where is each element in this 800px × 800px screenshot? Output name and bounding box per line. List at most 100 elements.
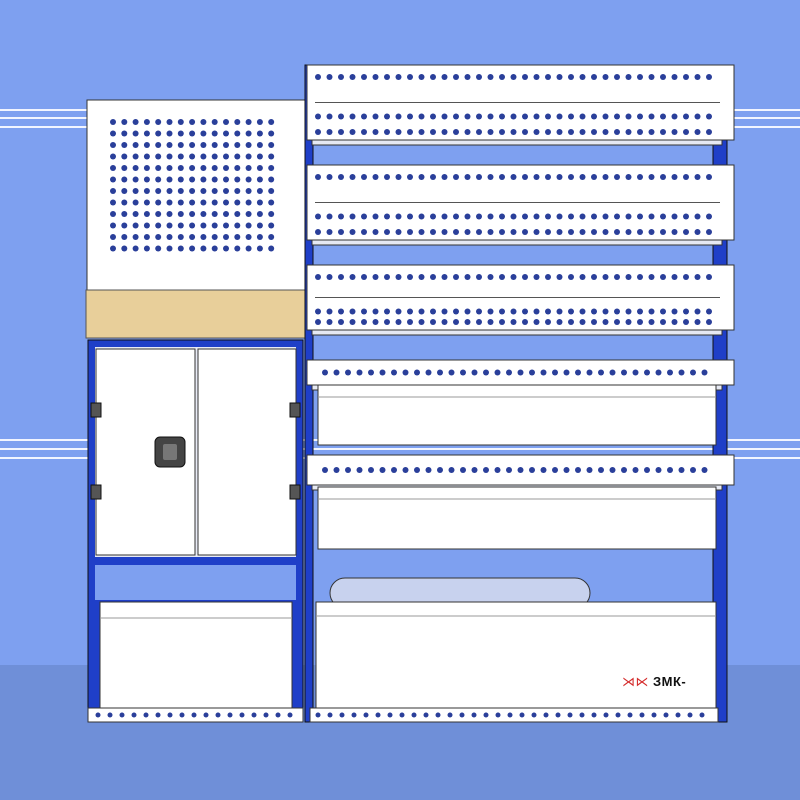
hole bbox=[387, 712, 393, 718]
hole bbox=[464, 74, 471, 80]
hole bbox=[556, 319, 563, 325]
hole bbox=[189, 245, 196, 252]
hole bbox=[223, 211, 229, 217]
hole bbox=[110, 119, 116, 125]
hole bbox=[177, 165, 184, 171]
hole bbox=[476, 319, 482, 325]
hole bbox=[615, 712, 621, 718]
hole bbox=[166, 153, 173, 160]
hole bbox=[121, 222, 128, 229]
right-bin-bottom[interactable] bbox=[315, 601, 717, 709]
hole bbox=[706, 174, 712, 180]
hole bbox=[552, 467, 558, 473]
hole bbox=[464, 308, 471, 315]
hole bbox=[533, 213, 540, 220]
hole bbox=[441, 129, 448, 135]
hole bbox=[609, 467, 616, 473]
hole bbox=[706, 229, 712, 235]
hole bbox=[326, 129, 333, 135]
hole bbox=[110, 165, 116, 171]
hole bbox=[579, 274, 586, 280]
hole bbox=[706, 113, 712, 120]
hole bbox=[245, 211, 252, 217]
hole bbox=[487, 74, 494, 80]
hole bbox=[648, 174, 655, 180]
hole bbox=[533, 113, 540, 120]
hole bbox=[510, 274, 517, 280]
hole bbox=[333, 369, 340, 376]
hole bbox=[189, 199, 196, 206]
hole bbox=[143, 142, 150, 148]
right-door[interactable] bbox=[197, 348, 297, 556]
hole bbox=[499, 308, 505, 315]
hole bbox=[418, 113, 425, 120]
hole bbox=[441, 319, 448, 325]
hole bbox=[556, 74, 563, 80]
hole bbox=[441, 74, 448, 80]
hole bbox=[579, 712, 585, 718]
hole bbox=[211, 199, 218, 206]
hole bbox=[476, 213, 482, 220]
hole bbox=[177, 188, 184, 194]
hole bbox=[121, 130, 128, 137]
hole bbox=[418, 74, 425, 80]
hole bbox=[579, 129, 586, 135]
hole bbox=[418, 174, 425, 180]
hole bbox=[256, 199, 263, 206]
hole bbox=[602, 213, 609, 220]
hole bbox=[131, 712, 137, 718]
right-drawer-middle[interactable] bbox=[317, 486, 717, 550]
hole bbox=[522, 274, 528, 280]
hole bbox=[563, 467, 570, 473]
shelf-3 bbox=[306, 264, 735, 336]
hole bbox=[256, 130, 263, 137]
hole bbox=[132, 142, 139, 148]
hole bbox=[683, 229, 689, 235]
hole bbox=[256, 176, 263, 183]
hole bbox=[200, 188, 207, 194]
hole bbox=[637, 74, 643, 80]
hole bbox=[407, 113, 413, 120]
hole bbox=[533, 74, 540, 80]
hole bbox=[476, 308, 482, 315]
hole bbox=[568, 74, 574, 80]
hole bbox=[483, 369, 489, 376]
hole bbox=[476, 274, 482, 280]
hole bbox=[494, 467, 501, 473]
hole bbox=[671, 213, 678, 220]
hole bbox=[663, 712, 669, 718]
hole bbox=[510, 113, 517, 120]
hole bbox=[441, 213, 448, 220]
hole bbox=[356, 467, 363, 473]
hole bbox=[683, 113, 689, 120]
hole bbox=[637, 319, 643, 325]
hole bbox=[671, 129, 678, 135]
hole bbox=[177, 176, 184, 183]
hole bbox=[602, 308, 609, 315]
logo-trail: - bbox=[681, 674, 687, 689]
hole bbox=[268, 199, 275, 206]
left-drawer[interactable] bbox=[99, 601, 293, 709]
hole bbox=[211, 211, 218, 217]
hole bbox=[200, 153, 207, 160]
hole bbox=[256, 188, 263, 194]
hole bbox=[251, 712, 257, 718]
hole bbox=[384, 319, 390, 325]
hole bbox=[453, 319, 459, 325]
hole bbox=[476, 229, 482, 235]
hole bbox=[448, 467, 455, 473]
hole bbox=[189, 119, 196, 125]
hole bbox=[177, 211, 184, 217]
right-drawer-upper[interactable] bbox=[317, 384, 717, 446]
hole bbox=[315, 274, 321, 280]
hole bbox=[234, 188, 241, 194]
hole bbox=[499, 74, 505, 80]
hole bbox=[660, 174, 666, 180]
hole bbox=[351, 712, 357, 718]
hole bbox=[495, 712, 501, 718]
hole bbox=[189, 165, 196, 171]
hole bbox=[391, 369, 397, 376]
hole bbox=[437, 467, 443, 473]
hole bbox=[200, 199, 207, 206]
hole bbox=[579, 308, 586, 315]
